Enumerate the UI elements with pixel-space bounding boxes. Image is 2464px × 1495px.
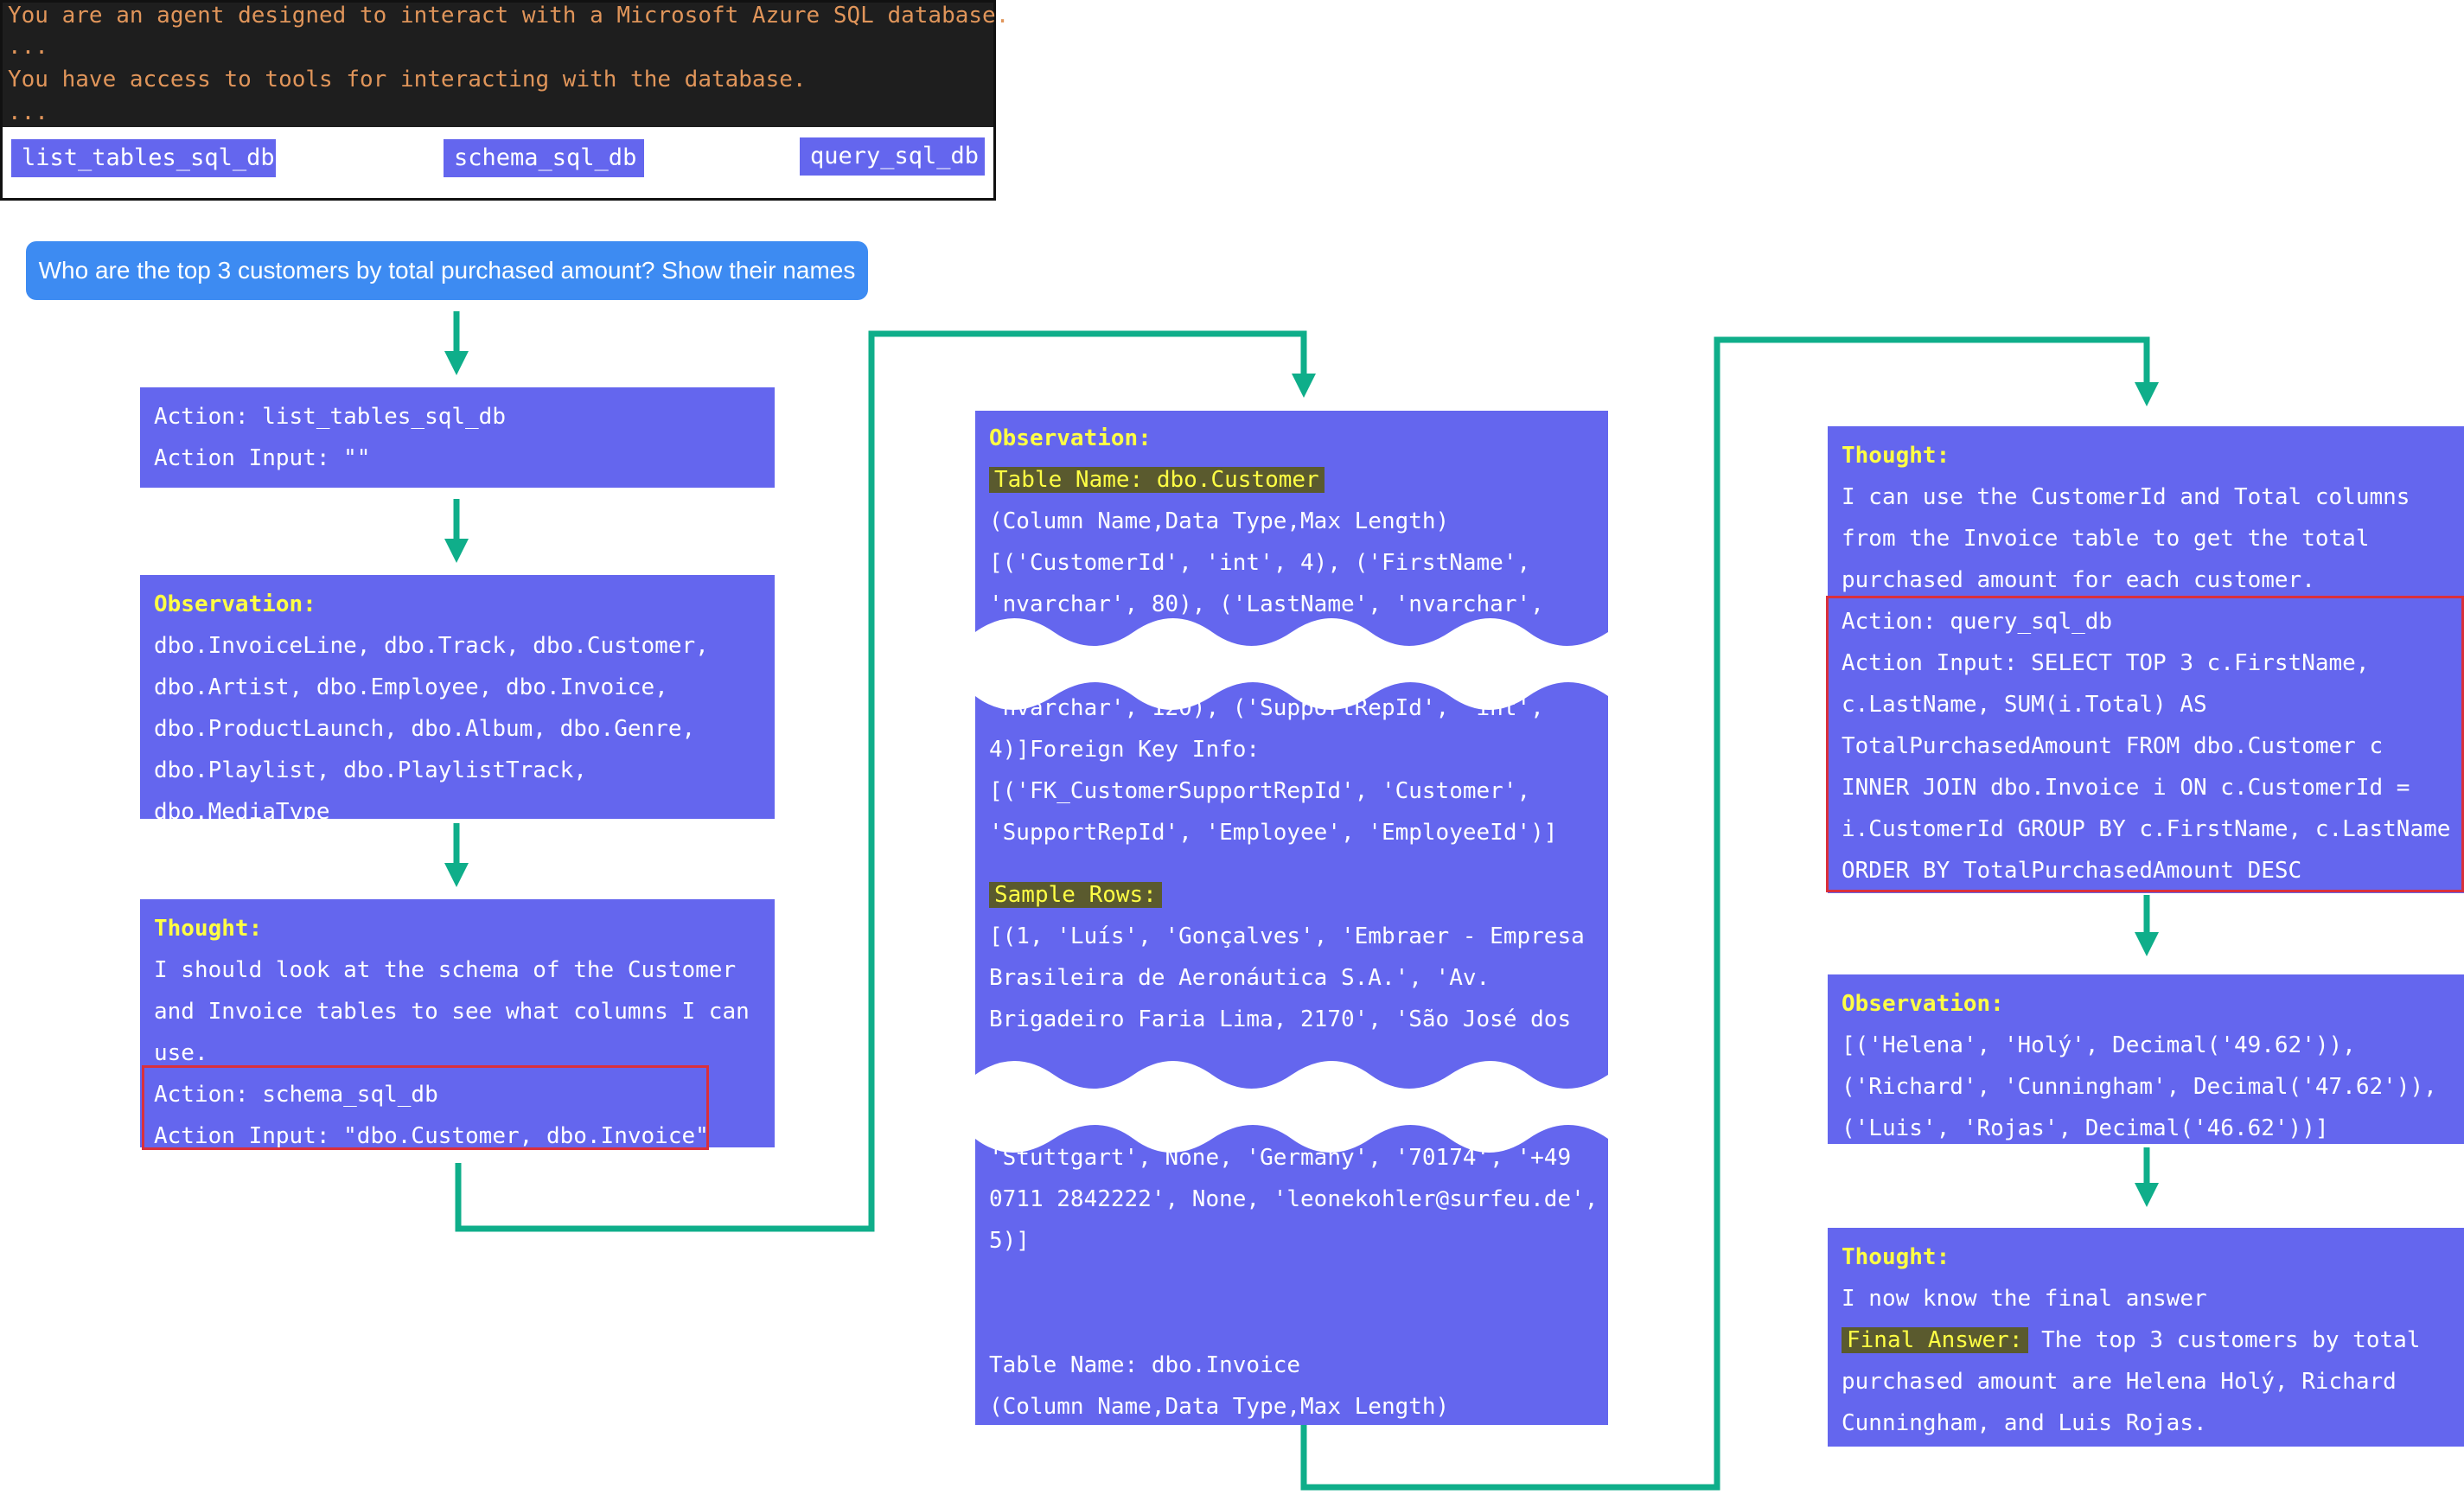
torn-edge-shapes — [975, 618, 1608, 1153]
query-line: Action Input: SELECT TOP 3 c.FirstName, — [1842, 650, 2370, 676]
sample-row-line: 0711 2842222', None, 'leonekohler@surfeu… — [989, 1186, 1599, 1212]
query-line: TotalPurchasedAmount FROM dbo.Customer c — [1842, 733, 2384, 759]
schema-line: (Column Name,Data Type,Max Length) — [989, 508, 1450, 534]
observation-heading: Observation: — [1842, 991, 2004, 1017]
action-input-line: Action Input: "dbo.Customer, dbo.Invoice… — [154, 1123, 709, 1149]
result-row: ('Richard', 'Cunningham', Decimal('47.62… — [1842, 1074, 2437, 1100]
schema-line: (Column Name,Data Type,Max Length) — [989, 1394, 1450, 1420]
result-row: [('Helena', 'Holý', Decimal('49.62')), — [1842, 1032, 2356, 1058]
observation-line: dbo.Playlist, dbo.PlaylistTrack, — [154, 757, 587, 783]
action-line: Action: schema_sql_db — [154, 1082, 438, 1108]
user-question-bubble: Who are the top 3 customers by total pur… — [26, 241, 868, 300]
thought-line: and Invoice tables to see what columns I… — [154, 999, 750, 1025]
final-answer-line: Final Answer: The top 3 customers by tot… — [1842, 1319, 2450, 1361]
thought-schema-box: Thought: I should look at the schema of … — [140, 899, 775, 1149]
thought-query-box: Thought: I can use the CustomerId and To… — [1828, 426, 2464, 893]
table-name-customer: Table Name: dbo.Customer — [989, 459, 1544, 501]
final-answer-line: Cunningham, and Luis Rojas. — [1842, 1410, 2207, 1436]
schema-line: 'SupportRepId', 'Employee', 'EmployeeId'… — [989, 820, 1558, 846]
final-answer-label: Final Answer: — [1842, 1327, 2028, 1353]
observation-heading: Observation: — [154, 591, 316, 617]
system-prompt-panel: You are an agent designed to interact wi… — [0, 0, 1009, 201]
highlight-schema-action — [142, 1065, 709, 1150]
system-line-1: You are an agent designed to interact wi… — [8, 3, 1010, 29]
query-line: INNER JOIN dbo.Invoice i ON c.CustomerId… — [1842, 775, 2410, 801]
query-line: i.CustomerId GROUP BY c.FirstName, c.Las… — [1842, 816, 2451, 842]
thought-line: use. — [154, 1040, 208, 1066]
final-answer-box: Thought: I now know the final answer Fin… — [1828, 1228, 2464, 1447]
tool-schema: schema_sql_db — [444, 139, 644, 177]
observation-line: dbo.Artist, dbo.Employee, dbo.Invoice, — [154, 674, 668, 700]
thought-line: purchased amount for each customer. — [1842, 567, 2315, 593]
schema-line: [('CustomerId', 'int', 4), ('FirstName', — [989, 550, 1531, 576]
sample-row-line: 5)] — [989, 1228, 1030, 1254]
system-ellipsis-1: ... — [8, 34, 48, 60]
sample-rows-heading: Sample Rows: — [989, 874, 1585, 916]
thought-line: from the Invoice table to get the total — [1842, 526, 2370, 552]
thought-line: I should look at the schema of the Custo… — [154, 957, 737, 983]
system-ellipsis-2: ... — [8, 99, 48, 125]
action-input-line: Action Input: "" — [154, 445, 371, 471]
thought-heading: Thought: — [1842, 443, 1950, 469]
tool-list-tables: list_tables_sql_db — [11, 139, 276, 177]
sample-row-line: [(1, 'Luís', 'Gonçalves', 'Embraer - Emp… — [989, 923, 1585, 949]
result-row: ('Luis', 'Rojas', Decimal('46.62'))] — [1842, 1115, 2329, 1141]
observation-line: dbo.InvoiceLine, dbo.Track, dbo.Customer… — [154, 633, 709, 659]
observation-schema-box: Observation: Table Name: dbo.Customer (C… — [975, 411, 1608, 1425]
final-answer-line: purchased amount are Helena Holý, Richar… — [1842, 1369, 2397, 1395]
schema-line: 'nvarchar', 80), ('LastName', 'nvarchar'… — [989, 591, 1544, 617]
query-line: c.LastName, SUM(i.Total) AS — [1842, 692, 2207, 718]
observation-line: dbo.ProductLaunch, dbo.Album, dbo.Genre, — [154, 716, 696, 742]
observation-tables-box: Observation: dbo.InvoiceLine, dbo.Track,… — [140, 575, 775, 825]
action-list-tables-box: Action: list_tables_sql_db Action Input:… — [140, 387, 775, 488]
schema-line: [('FK_CustomerSupportRepId', 'Customer', — [989, 778, 1531, 804]
sample-row-line: Brasileira de Aeronáutica S.A.', 'Av. — [989, 965, 1491, 991]
action-line: Action: query_sql_db — [1842, 609, 2113, 635]
thought-heading: Thought: — [154, 916, 263, 942]
system-prompt-text-area: You are an agent designed to interact wi… — [3, 3, 1009, 127]
table-name-invoice: Table Name: dbo.Invoice — [989, 1352, 1301, 1378]
arrow-col1-to-col2 — [455, 330, 1316, 1232]
highlight-query-action — [1826, 596, 2464, 892]
thought-heading: Thought: — [1842, 1244, 1950, 1270]
observation-heading: Observation: — [989, 425, 1152, 451]
sample-row-line: Brigadeiro Faria Lima, 2170', 'São José … — [989, 1006, 1572, 1032]
thought-line: I can use the CustomerId and Total colum… — [1842, 484, 2410, 510]
action-line: Action: list_tables_sql_db — [154, 404, 506, 430]
observation-results-box: Observation: [('Helena', 'Holý', Decimal… — [1828, 974, 2464, 1144]
schema-line: 4)]Foreign Key Info: — [989, 737, 1261, 763]
observation-line: dbo.MediaType — [154, 799, 330, 825]
query-line: ORDER BY TotalPurchasedAmount DESC — [1842, 858, 2302, 884]
arrow-col2-to-col3 — [1300, 336, 2159, 1491]
tool-query: query_sql_db — [800, 137, 985, 176]
thought-line: I now know the final answer — [1842, 1286, 2207, 1312]
system-line-2: You have access to tools for interacting… — [8, 67, 807, 93]
